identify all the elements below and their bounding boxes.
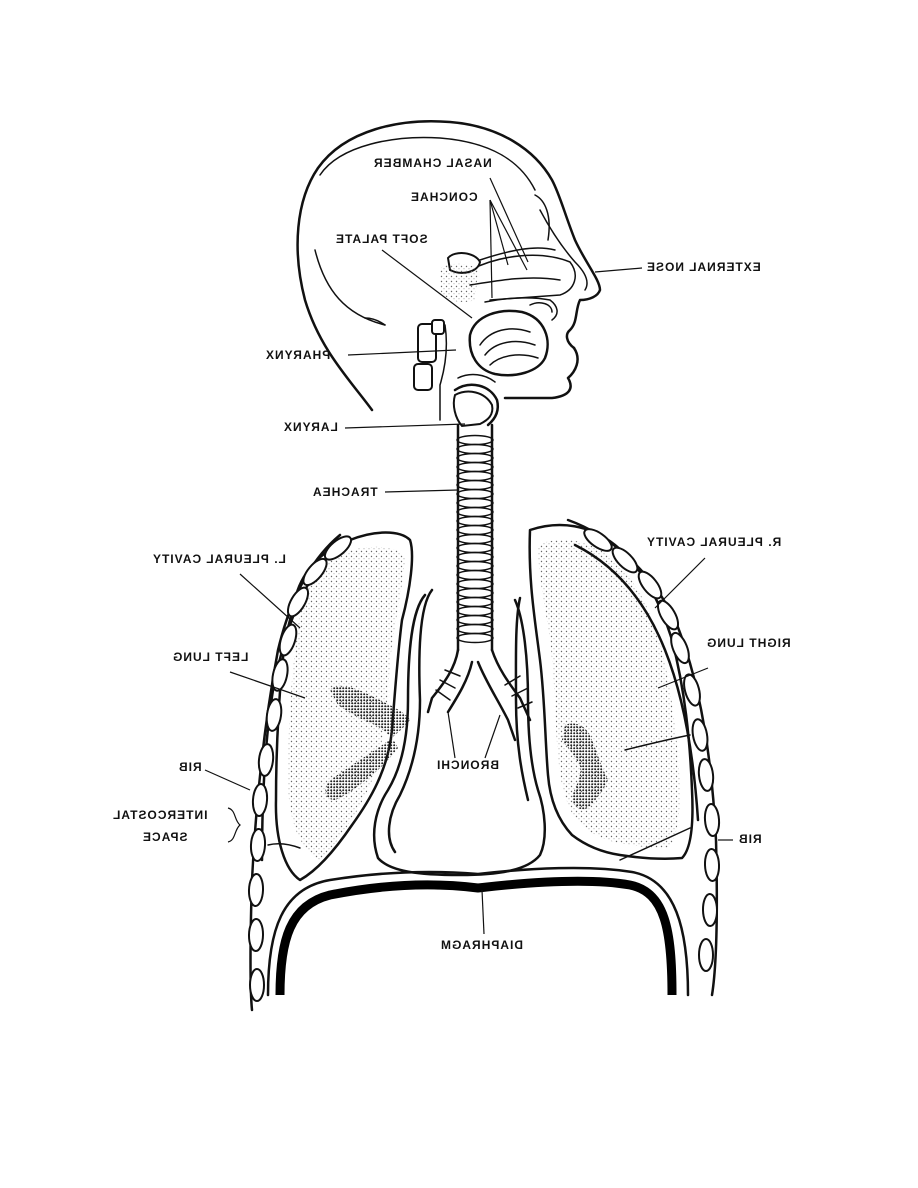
- nasal-cavity: [440, 247, 576, 321]
- rib-section: [249, 968, 265, 1002]
- trachea-ring: [456, 506, 494, 518]
- trachea-ring: [456, 497, 494, 509]
- mediastinum: [372, 588, 547, 877]
- trachea-ring: [456, 569, 494, 581]
- pharynx-larynx: [439, 324, 499, 428]
- left-rib-cage: [247, 533, 353, 1012]
- trachea-ring: [456, 623, 494, 635]
- rib-section: [265, 698, 283, 732]
- rib-section: [271, 658, 289, 692]
- trachea-ring: [456, 587, 494, 599]
- rib-section: [703, 803, 721, 837]
- trachea-ring: [456, 470, 494, 482]
- trachea-ring: [456, 533, 494, 545]
- trachea-ring: [456, 605, 494, 617]
- label-nasal-chamber: NASAL CHAMBER: [373, 156, 492, 170]
- right-lung: [528, 523, 694, 861]
- trachea-ring: [456, 596, 494, 608]
- rib-section: [247, 918, 265, 952]
- label-left-lung: LEFT LUNG: [172, 650, 249, 664]
- cervical-vertebrae: [413, 319, 445, 391]
- label-right-lung: RIGHT LUNG: [706, 636, 791, 650]
- label-leaders: [204, 177, 733, 935]
- head-outline: [296, 120, 602, 412]
- trachea-ring: [456, 461, 494, 473]
- label-trachea: TRACHEA: [312, 485, 378, 499]
- rib-section: [302, 557, 328, 587]
- rib-section: [670, 631, 690, 665]
- label-pharynx: PHARYNX: [265, 348, 331, 362]
- trachea-ring: [456, 434, 494, 446]
- label-larynx: LARYNX: [283, 420, 338, 434]
- left-lung: [267, 531, 414, 882]
- label-r-pleural-cavity: R. PLEURAL CAVITY: [646, 535, 782, 549]
- rib-section: [698, 938, 714, 972]
- label-l-pleural-cavity: L. PLEURAL CAVITY: [152, 552, 286, 566]
- label-intercostal-line2: SPACE: [142, 830, 188, 844]
- rib-section: [611, 546, 639, 574]
- trachea-ring: [456, 560, 494, 572]
- label-rib-left: RIB: [178, 760, 202, 774]
- rib-section: [251, 783, 269, 817]
- trachea-ring: [456, 479, 494, 491]
- rib-section: [257, 743, 275, 777]
- trachea-ring: [456, 542, 494, 554]
- rib-section: [247, 873, 265, 907]
- rib-section: [286, 586, 310, 618]
- label-conchae: CONCHAE: [410, 190, 478, 204]
- label-external-nose: EXTERNAL NOSE: [646, 260, 761, 274]
- rib-section: [637, 570, 663, 600]
- trachea-ring: [456, 614, 494, 626]
- bronchi-tubes: [426, 648, 533, 742]
- rib-section: [683, 673, 701, 707]
- tongue: [468, 309, 549, 377]
- trachea-ring: [456, 515, 494, 527]
- rib-section: [249, 828, 267, 862]
- rib-section: [323, 535, 353, 561]
- label-diaphragm: DIAPHRAGM: [440, 938, 523, 952]
- rib-section: [583, 528, 613, 552]
- trachea: [456, 423, 494, 652]
- rib-section: [703, 848, 721, 882]
- trachea-ring: [456, 488, 494, 500]
- trachea-ring: [456, 632, 494, 644]
- trachea-ring: [456, 443, 494, 455]
- label-rib-right: RIB: [738, 832, 762, 846]
- rib-section: [278, 623, 298, 657]
- trachea-ring: [456, 551, 494, 563]
- rib-section: [691, 718, 709, 752]
- rib-section: [697, 758, 715, 792]
- label-soft-palate: SOFT PALATE: [335, 232, 428, 246]
- rib-section: [656, 599, 680, 631]
- rib-section: [701, 893, 719, 927]
- trachea-ring: [456, 578, 494, 590]
- diaphragm-muscle: [266, 866, 690, 997]
- label-intercostal-line1: INTERCOSTAL: [112, 808, 208, 822]
- trachea-ring: [456, 524, 494, 536]
- label-bronchi: BRONCHI: [436, 758, 499, 772]
- trachea-ring: [456, 452, 494, 464]
- right-rib-cage: [566, 518, 721, 997]
